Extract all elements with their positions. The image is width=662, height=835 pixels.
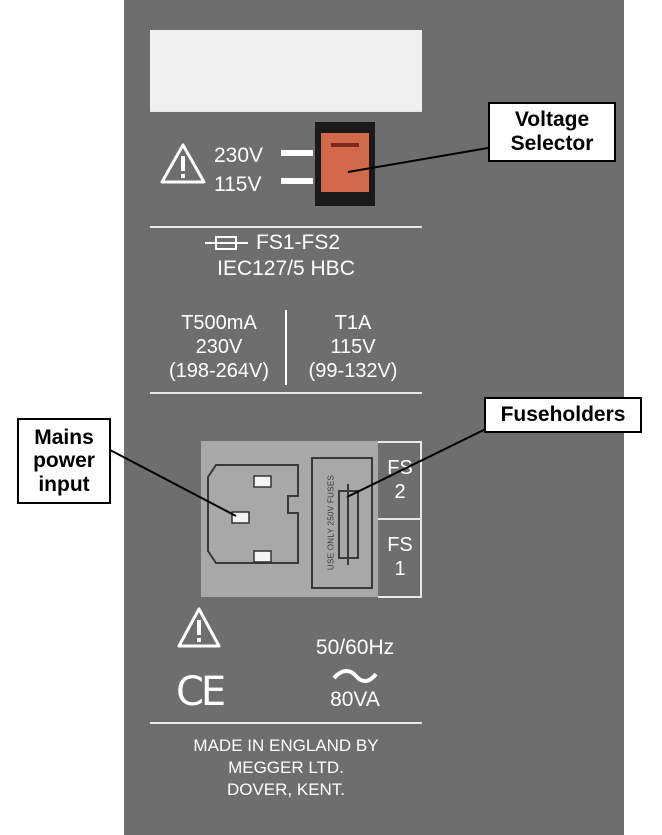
voltage-switch [321, 133, 369, 192]
rating-230-voltage: 230V [195, 336, 243, 358]
maker-line-1: MADE IN ENGLAND BY [193, 736, 379, 755]
fs2-number: 2 [394, 481, 406, 503]
fs1-number: 1 [394, 558, 406, 580]
fuseholder-fs1-label: FS 1 [380, 533, 420, 581]
warning-triangle-icon [177, 607, 221, 648]
fs1-prefix: FS [387, 534, 413, 556]
fuse-id: FS1-FS2 [256, 231, 341, 254]
mains-power-input-callout: Mains power input [17, 418, 111, 504]
fuse-spec: IEC127/5 HBC [217, 257, 355, 280]
voltage-230-indicator-line [281, 150, 313, 156]
fs-line-top [378, 441, 422, 443]
mains-input-leader [109, 449, 237, 517]
maker-block: MADE IN ENGLAND BY MEGGER LTD. DOVER, KE… [150, 735, 422, 801]
fuseholders-callout-text: Fuseholders [500, 403, 626, 427]
fs-line-mid [378, 518, 422, 520]
rating-115-voltage: 115V [330, 336, 376, 358]
section-divider-2 [150, 226, 422, 228]
ac-symbol-icon [332, 669, 378, 683]
fs-line-bottom [378, 596, 422, 598]
voltage-115-label: 115V [214, 173, 262, 196]
rating-115-current: T1A [334, 312, 372, 334]
blank-label-strip [150, 30, 422, 110]
iec-socket-outline [207, 464, 299, 564]
voltage-selector-callout-line-2: Selector [510, 132, 594, 155]
neutral-pin [253, 550, 272, 563]
voltage-230-label: 230V [214, 144, 264, 167]
earth-pin [231, 511, 250, 524]
ce-mark: CE [176, 669, 226, 715]
rating-230-range: (198-264V) [168, 360, 270, 382]
rating-230-current: T500mA [181, 312, 257, 334]
voltage-switch-ridge [331, 143, 359, 147]
voltage-selector-leader [347, 147, 489, 173]
rating-115-block: T1A 115V (99-132V) [288, 311, 418, 383]
rating-115-range: (99-132V) [308, 360, 398, 382]
frequency-label: 50/60Hz [315, 636, 395, 659]
power-rating-label: 80VA [330, 688, 380, 711]
fs-line-side [420, 441, 422, 598]
fuse-drawer [311, 457, 373, 589]
section-divider-3 [150, 392, 422, 394]
warning-triangle-icon [160, 143, 206, 184]
voltage-selector-callout-line-1: Voltage [514, 108, 590, 132]
fuseholders-callout: Fuseholders [484, 397, 642, 433]
live-pin [253, 475, 272, 488]
mains-callout-line-1: Mains [34, 425, 94, 449]
rating-230-block: T500mA 230V (198-264V) [154, 311, 284, 383]
mains-callout-line-2: power [33, 449, 95, 473]
section-divider-4 [150, 722, 422, 724]
maker-line-2: MEGGER LTD. [228, 758, 344, 777]
voltage-115-indicator-line [281, 178, 313, 184]
maker-line-3: DOVER, KENT. [226, 780, 346, 799]
section-divider-1 [150, 110, 422, 112]
fuseholders-leader [346, 421, 501, 498]
voltage-selector-callout: Voltage Selector [488, 102, 616, 162]
fuse-symbol-icon [205, 236, 248, 250]
mains-callout-line-3: input [38, 472, 90, 496]
